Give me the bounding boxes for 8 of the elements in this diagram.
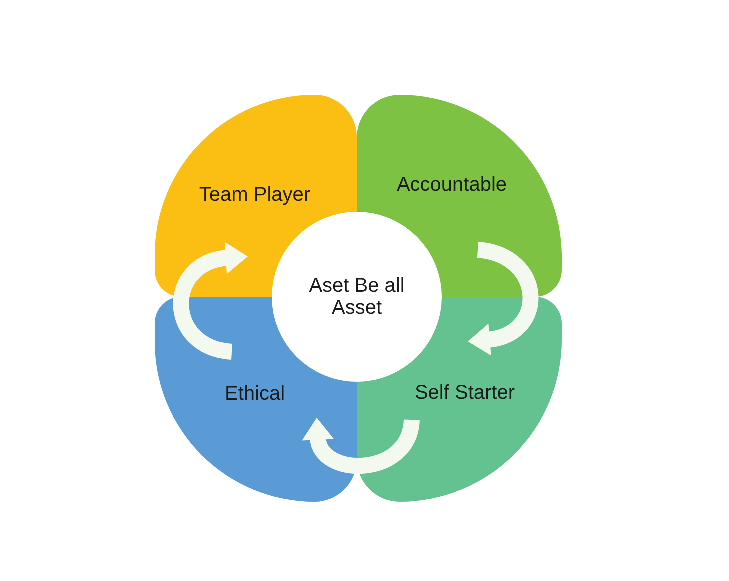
- node-label: Aset Be all Asset: [308, 275, 406, 319]
- curved-arrow: [468, 242, 539, 356]
- node-label: Team Player: [198, 184, 312, 206]
- node-label: Accountable: [396, 174, 508, 196]
- node-label: Ethical: [224, 383, 286, 405]
- curved-arrow: [173, 242, 248, 360]
- curved-arrow: [302, 418, 420, 474]
- node-label: Self Starter: [414, 382, 516, 404]
